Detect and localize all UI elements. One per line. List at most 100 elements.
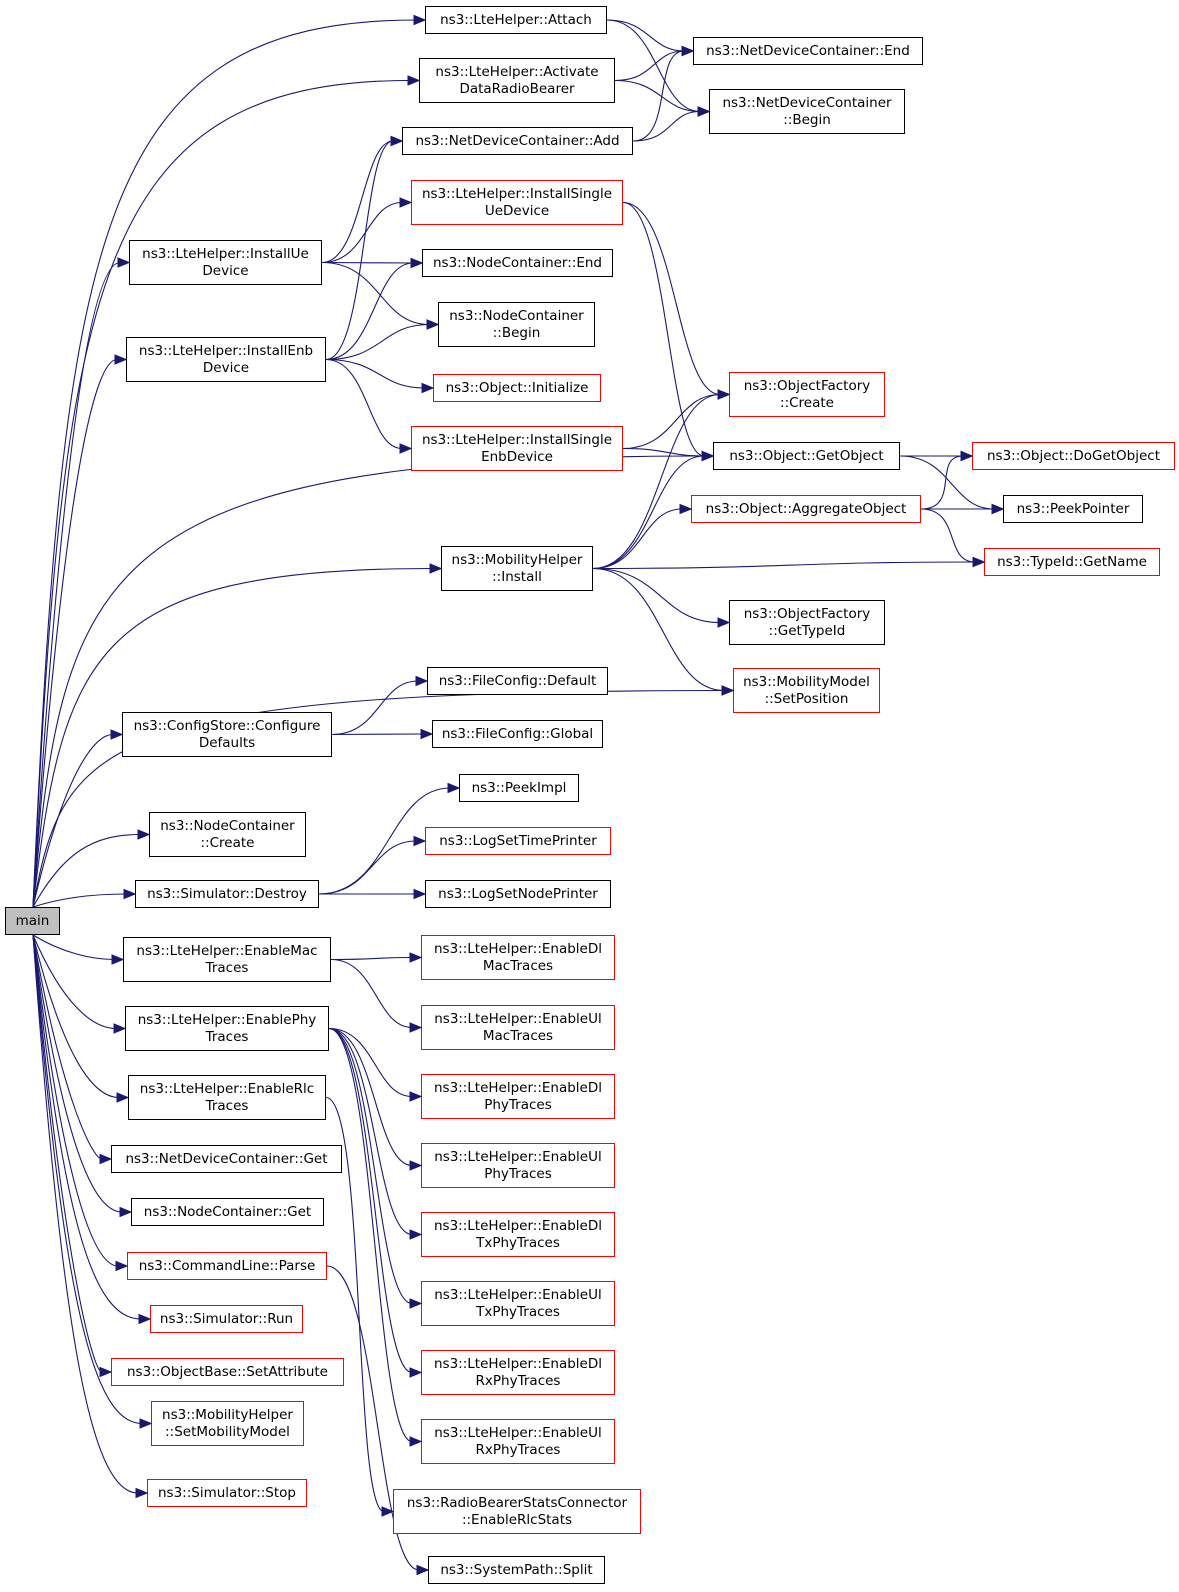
call-graph-node[interactable]: ns3::Object::GetObject [713,442,900,470]
node-label-line: ns3::FileConfig::Global [441,725,594,742]
call-graph-node[interactable]: ns3::MobilityHelper::Install [441,546,593,591]
arrowhead [447,782,461,794]
call-graph-node[interactable]: ns3::NodeContainer::Begin [438,302,595,347]
node-label-line: Traces [205,1097,249,1114]
node-label-line: ns3::NetDeviceContainer::End [706,42,910,59]
arrowhead [407,75,421,86]
call-edge [325,1096,385,1513]
call-edge [325,140,394,361]
call-graph-node[interactable]: ns3::Simulator::Destroy [135,880,319,908]
node-label-line: Device [202,359,250,376]
node-label-line: RxPhyTraces [475,1441,561,1458]
node-label-line: ns3::Simulator::Stop [158,1484,296,1501]
call-graph-node[interactable]: ns3::PeekPointer [1003,495,1143,523]
call-graph-node[interactable]: ns3::LogSetTimePrinter [425,827,611,855]
node-label-line: ns3::MobilityModel [743,673,870,690]
call-graph-node[interactable]: ns3::Object::AggregateObject [691,495,921,523]
call-edge [32,934,139,1494]
node-label-line: main [15,912,50,929]
call-graph-node[interactable]: ns3::SystemPath::Split [428,1556,605,1584]
call-edge [606,19,701,113]
arrowhead [409,1091,423,1102]
call-graph-node[interactable]: ns3::CommandLine::Parse [127,1252,327,1280]
call-edge [622,201,705,457]
call-graph-node[interactable]: ns3::PeekImpl [459,774,579,802]
call-edge [331,733,424,736]
call-edge [632,110,701,142]
node-label-line: ns3::LteHelper::InstallUe [142,245,309,262]
node-label-line: RxPhyTraces [475,1372,561,1389]
arrowhead [135,1487,149,1499]
node-label-line: ns3::LteHelper::EnableUl [434,1010,602,1027]
call-edge [920,455,964,510]
arrowhead [409,952,423,963]
call-edge [32,733,114,908]
node-label-line: ns3::LteHelper::EnableDl [433,940,603,957]
call-graph-node[interactable]: ns3::MobilityHelper::SetMobilityModel [151,1401,304,1446]
call-graph-node[interactable]: ns3::FileConfig::Global [432,720,603,748]
call-graph-node[interactable]: ns3::NodeContainer::End [422,249,613,277]
arrowhead [409,1022,423,1033]
call-edge [325,358,425,389]
call-edge [328,1027,413,1305]
node-label-line: ns3::MobilityHelper [162,1406,293,1423]
call-edge [321,261,430,326]
arrowhead [420,728,434,740]
call-graph-node[interactable]: ns3::NetDeviceContainer::End [693,37,923,65]
node-label-line: ns3::Object::AggregateObject [705,500,907,517]
call-edge [32,934,123,1213]
call-graph-node[interactable]: ns3::Simulator::Run [150,1305,303,1333]
call-graph-node[interactable]: ns3::ObjectFactory::GetTypeId [729,600,885,645]
node-label-line: ns3::CommandLine::Parse [138,1257,316,1274]
node-label-line: DataRadioBearer [459,80,575,97]
arrowhead [409,1229,423,1240]
call-edge [32,79,411,908]
node-label-line: MacTraces [482,957,554,974]
call-graph-node[interactable]: ns3::MobilityModel::SetPosition [733,668,880,713]
call-edge [325,323,430,361]
call-graph-node[interactable]: ns3::TypeId::GetName [984,548,1160,576]
call-graph-node[interactable]: ns3::NodeContainer::Create [149,812,306,857]
arrowhead [110,729,124,740]
arrowhead [99,1153,113,1165]
arrowhead [413,14,427,26]
arrowhead [114,354,128,365]
node-label-line: Traces [205,959,249,976]
call-graph-node[interactable]: ns3::Simulator::Stop [147,1479,307,1507]
arrowhead [413,888,427,900]
call-graph-node[interactable]: ns3::LteHelper::Attach [425,6,607,34]
call-edge [330,956,413,961]
arrowhead [960,450,974,462]
call-graph-node[interactable]: ns3::ObjectFactory::Create [729,372,885,417]
call-graph-node[interactable]: ns3::ObjectBase::SetAttribute [111,1358,344,1386]
node-label-line: ns3::NodeContainer::End [433,254,602,271]
call-graph-node[interactable]: ns3::NetDeviceContainer::Get [111,1145,342,1173]
call-graph-node[interactable]: ns3::LogSetNodePrinter [425,880,611,908]
node-label-line: ns3::LteHelper::EnableMac [136,942,318,959]
call-edge [32,19,417,908]
call-graph-node[interactable]: ns3::Object::Initialize [433,374,601,402]
call-graph-node[interactable]: ns3::FileConfig::Default [427,667,608,695]
call-graph-node[interactable]: ns3::NetDeviceContainer::Add [402,127,633,155]
call-graph-node[interactable]: ns3::Object::DoGetObject [972,442,1175,470]
call-edge [32,893,127,908]
call-edge [318,840,417,895]
